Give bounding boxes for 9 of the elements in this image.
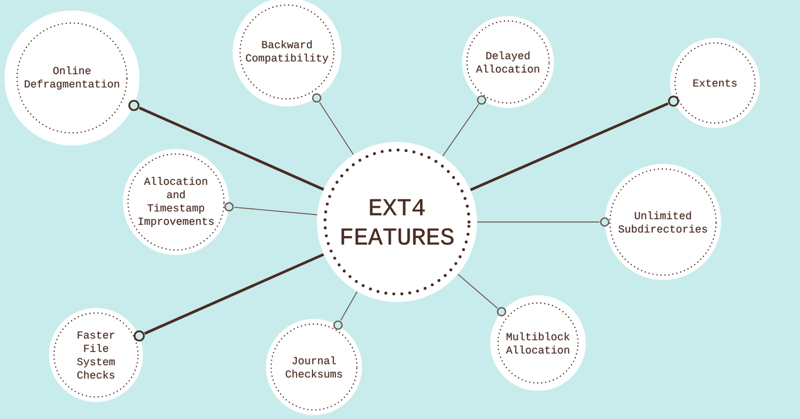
connector-line [224, 202, 318, 216]
connector-line [134, 253, 324, 342]
connector-line [442, 95, 486, 157]
connector-line [312, 93, 354, 156]
connector-line [457, 274, 506, 316]
connector-line [470, 96, 680, 192]
connector-line [476, 217, 610, 227]
connector-line [333, 291, 358, 330]
connector-line [128, 100, 324, 191]
